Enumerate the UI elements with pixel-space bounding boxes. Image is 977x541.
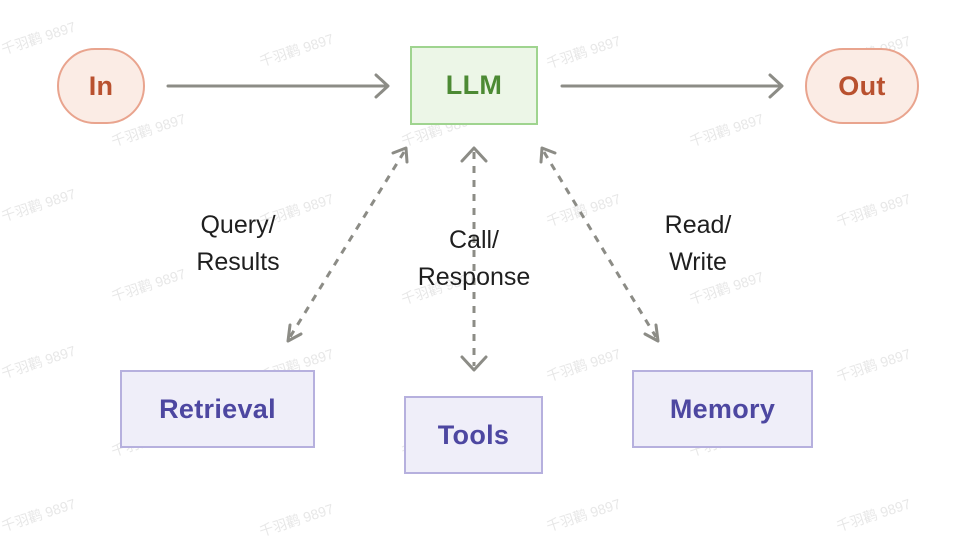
tools-edge-label: Call/ Response — [402, 222, 546, 296]
memory-edge-label-line-2: Write — [669, 248, 727, 276]
arrowhead-memory-top — [539, 146, 557, 164]
arrowhead-tools-bottom — [460, 355, 488, 372]
tools-edge-label-line-2: Response — [417, 263, 531, 291]
arrowhead-tools-top — [460, 146, 488, 163]
output-node: Out — [805, 48, 919, 124]
arrowhead-in-llm — [374, 73, 390, 99]
arrowhead-retrieval-top — [391, 146, 409, 164]
tools-edge-label-line-1: Call/ — [448, 226, 499, 254]
input-node: In — [57, 48, 145, 124]
tools-node: Tools — [404, 396, 543, 474]
arrowhead-llm-out — [768, 73, 784, 99]
edge-llm-retrieval — [288, 151, 406, 338]
retrieval-edge-label-line-1: Query/ — [200, 211, 276, 239]
arrowhead-memory-bottom — [643, 323, 660, 343]
llm-node: LLM — [410, 46, 538, 125]
memory-edge-label: Read/ Write — [644, 207, 752, 281]
edge-llm-memory — [542, 151, 658, 338]
retrieval-edge-label-line-2: Results — [196, 248, 280, 276]
memory-node: Memory — [632, 370, 813, 448]
retrieval-edge-label: Query/ Results — [176, 207, 300, 281]
memory-edge-label-line-1: Read/ — [664, 211, 732, 239]
retrieval-node: Retrieval — [120, 370, 315, 448]
arrowhead-retrieval-bottom — [286, 323, 303, 343]
